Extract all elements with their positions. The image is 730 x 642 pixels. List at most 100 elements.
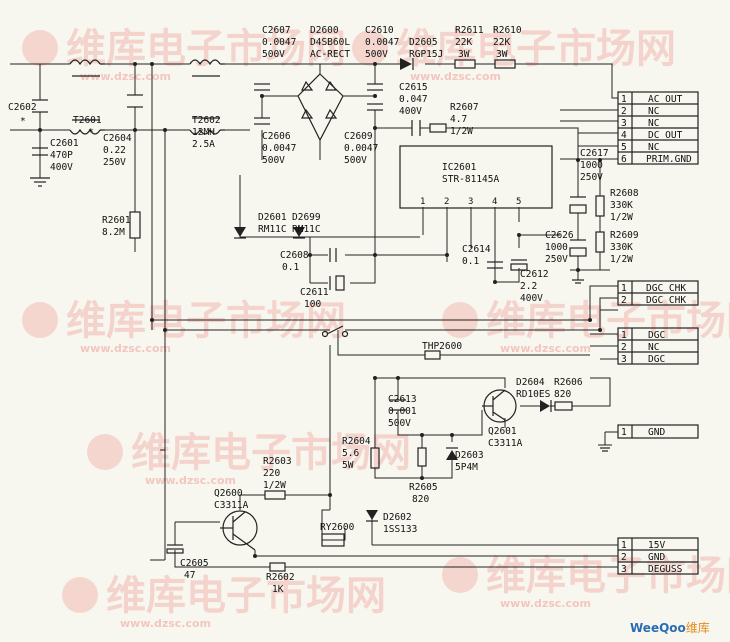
c2617-voltage: 250V: [580, 172, 603, 183]
cn5-pin3-num: 3: [621, 564, 627, 575]
r2609-ref: R2609: [610, 230, 639, 241]
watermark-5: 维库电子市场网 www.dzsc.com: [87, 430, 411, 487]
q2601-symbol: [482, 389, 517, 423]
watermark-logo-icon: [22, 302, 58, 338]
cn2-pin2-num: 2: [621, 295, 627, 306]
c2607-symbol: [254, 83, 270, 91]
r2609-symbol: [595, 231, 605, 253]
r2601-symbol: [129, 211, 141, 239]
right-ground: [570, 269, 610, 280]
c2617-symbol: [569, 196, 587, 214]
connector-degauss: 1 15V 2 GND 3 DEGUSS: [617, 537, 699, 575]
cn2-pin1-name: DGC CHK: [646, 283, 686, 294]
c2614-value: 0.1: [462, 256, 479, 267]
c2605-r2602-wire: [174, 521, 618, 568]
cn2-pin1-num: 1: [621, 283, 627, 294]
relay-contact-wire: [321, 345, 346, 541]
r2609-power: 1/2W: [610, 254, 633, 265]
q2601-wires: [374, 377, 506, 479]
watermark-url: www.dzsc.com: [80, 342, 171, 355]
r2608-symbol: [595, 195, 605, 217]
dgc-chk-rail: [152, 285, 618, 321]
t2601-out-wires: [105, 63, 190, 131]
ic2601-ref: IC2601: [442, 162, 477, 173]
connector-power-out: 1 AC OUT 2 NC 3 NC 4 DC OUT 5 NC 6 PRIM.…: [617, 91, 699, 165]
c2604-ref: C2604: [103, 133, 132, 144]
watermark-url: www.dzsc.com: [145, 474, 236, 487]
cn5-pin1-name: 15V: [648, 540, 665, 551]
t2601-ref: T2601: [73, 115, 102, 126]
cn1-pin-wires: [560, 109, 618, 160]
r2606-value: 820: [554, 389, 571, 400]
t2602-symbol: [189, 59, 225, 135]
r2609-value: 330K: [610, 242, 633, 253]
cn1-pin2-name: NC: [648, 106, 659, 117]
q2600-symbol: [220, 510, 258, 551]
r2607-power: 1/2W: [450, 126, 473, 137]
thp-wire: [337, 330, 590, 356]
c2612-ref: C2612: [520, 269, 549, 280]
d2699-symbol: [293, 227, 305, 239]
c2606-ref: C2606: [262, 131, 291, 142]
watermark-url: www.dzsc.com: [80, 70, 171, 83]
watermark-logo-icon: [442, 557, 478, 593]
c2615-r2607-wire: [375, 127, 579, 160]
credit-brand: WeeQoo: [630, 621, 686, 635]
ground-symbols: [30, 177, 584, 284]
r2608-ref: R2608: [610, 188, 639, 199]
c2611-wire: [309, 255, 376, 284]
watermark-brand: 维库电子市场网: [486, 298, 730, 344]
c2613-wire: [397, 378, 483, 436]
ic2601-pin5: 5: [516, 197, 521, 207]
c2604-voltage: 250V: [103, 157, 126, 168]
c2617-value: 1000: [580, 160, 603, 171]
t2602-out-wires: [225, 63, 350, 131]
c2604-symbol: [127, 94, 143, 108]
c2607-value: 0.0047: [262, 37, 296, 48]
credit-logo: WeeQoo维库: [630, 620, 710, 635]
cn5-pin2-name: GND: [648, 552, 665, 563]
cn1-pin1-name: AC OUT: [648, 94, 683, 105]
c2605-value: 47: [184, 570, 195, 581]
d2604-part: RD10ES: [516, 389, 551, 400]
c2617-ref: C2617: [580, 148, 609, 159]
watermark-brand: 维库电子市场网: [106, 573, 386, 619]
d2600-part: D4SB60L: [310, 37, 350, 48]
t2602-value: 12MH: [192, 127, 215, 138]
r2602-symbol: [269, 562, 286, 572]
c2613-symbol: [390, 399, 406, 411]
c2626-voltage: 250V: [545, 254, 568, 265]
component-symbols: [30, 58, 610, 572]
dgc-rail: [165, 297, 618, 331]
q2600-ref: Q2600: [214, 488, 243, 499]
t2602-ref: T2602: [192, 115, 221, 126]
cn3-pin2-name: NC: [648, 342, 659, 353]
c2609-voltage: 500V: [344, 155, 367, 166]
d2604-symbol: [540, 400, 552, 412]
cn1-pin5-num: 5: [621, 142, 627, 153]
cn1-pin3-name: NC: [648, 118, 659, 129]
watermark-7: 维库电子市场网 www.dzsc.com: [62, 573, 386, 630]
c2612-value: 2.2: [520, 281, 537, 292]
d2605-part: RGP15J: [409, 49, 443, 60]
c2602-symbol: [32, 99, 48, 113]
watermark-url: www.dzsc.com: [500, 597, 591, 610]
c2607-ref: C2607: [262, 25, 291, 36]
cn4-pin1-name: GND: [648, 427, 665, 438]
d2605-symbol: [400, 58, 414, 70]
ry2600-coil-symbol: [321, 533, 345, 547]
c2605-ref: C2605: [180, 558, 209, 569]
c2606-voltage: 500V: [262, 155, 285, 166]
c2610-value: 0.0047: [365, 37, 399, 48]
cn3-pin-wires: [590, 333, 618, 360]
c2626-value: 1000: [545, 242, 568, 253]
c2609-value: 0.0047: [344, 143, 378, 154]
c2601-voltage: 400V: [50, 162, 73, 173]
watermark-3: 维库电子市场网 www.dzsc.com: [22, 298, 346, 355]
cn2-pin2-name: DGC CHK: [646, 295, 686, 306]
svg-text:WeeQoo维库: WeeQoo维库: [630, 620, 710, 635]
cn1-pin3-num: 3: [621, 118, 627, 129]
c2610-voltage: 500V: [365, 49, 388, 60]
gnd-conn-wire: [598, 431, 618, 446]
